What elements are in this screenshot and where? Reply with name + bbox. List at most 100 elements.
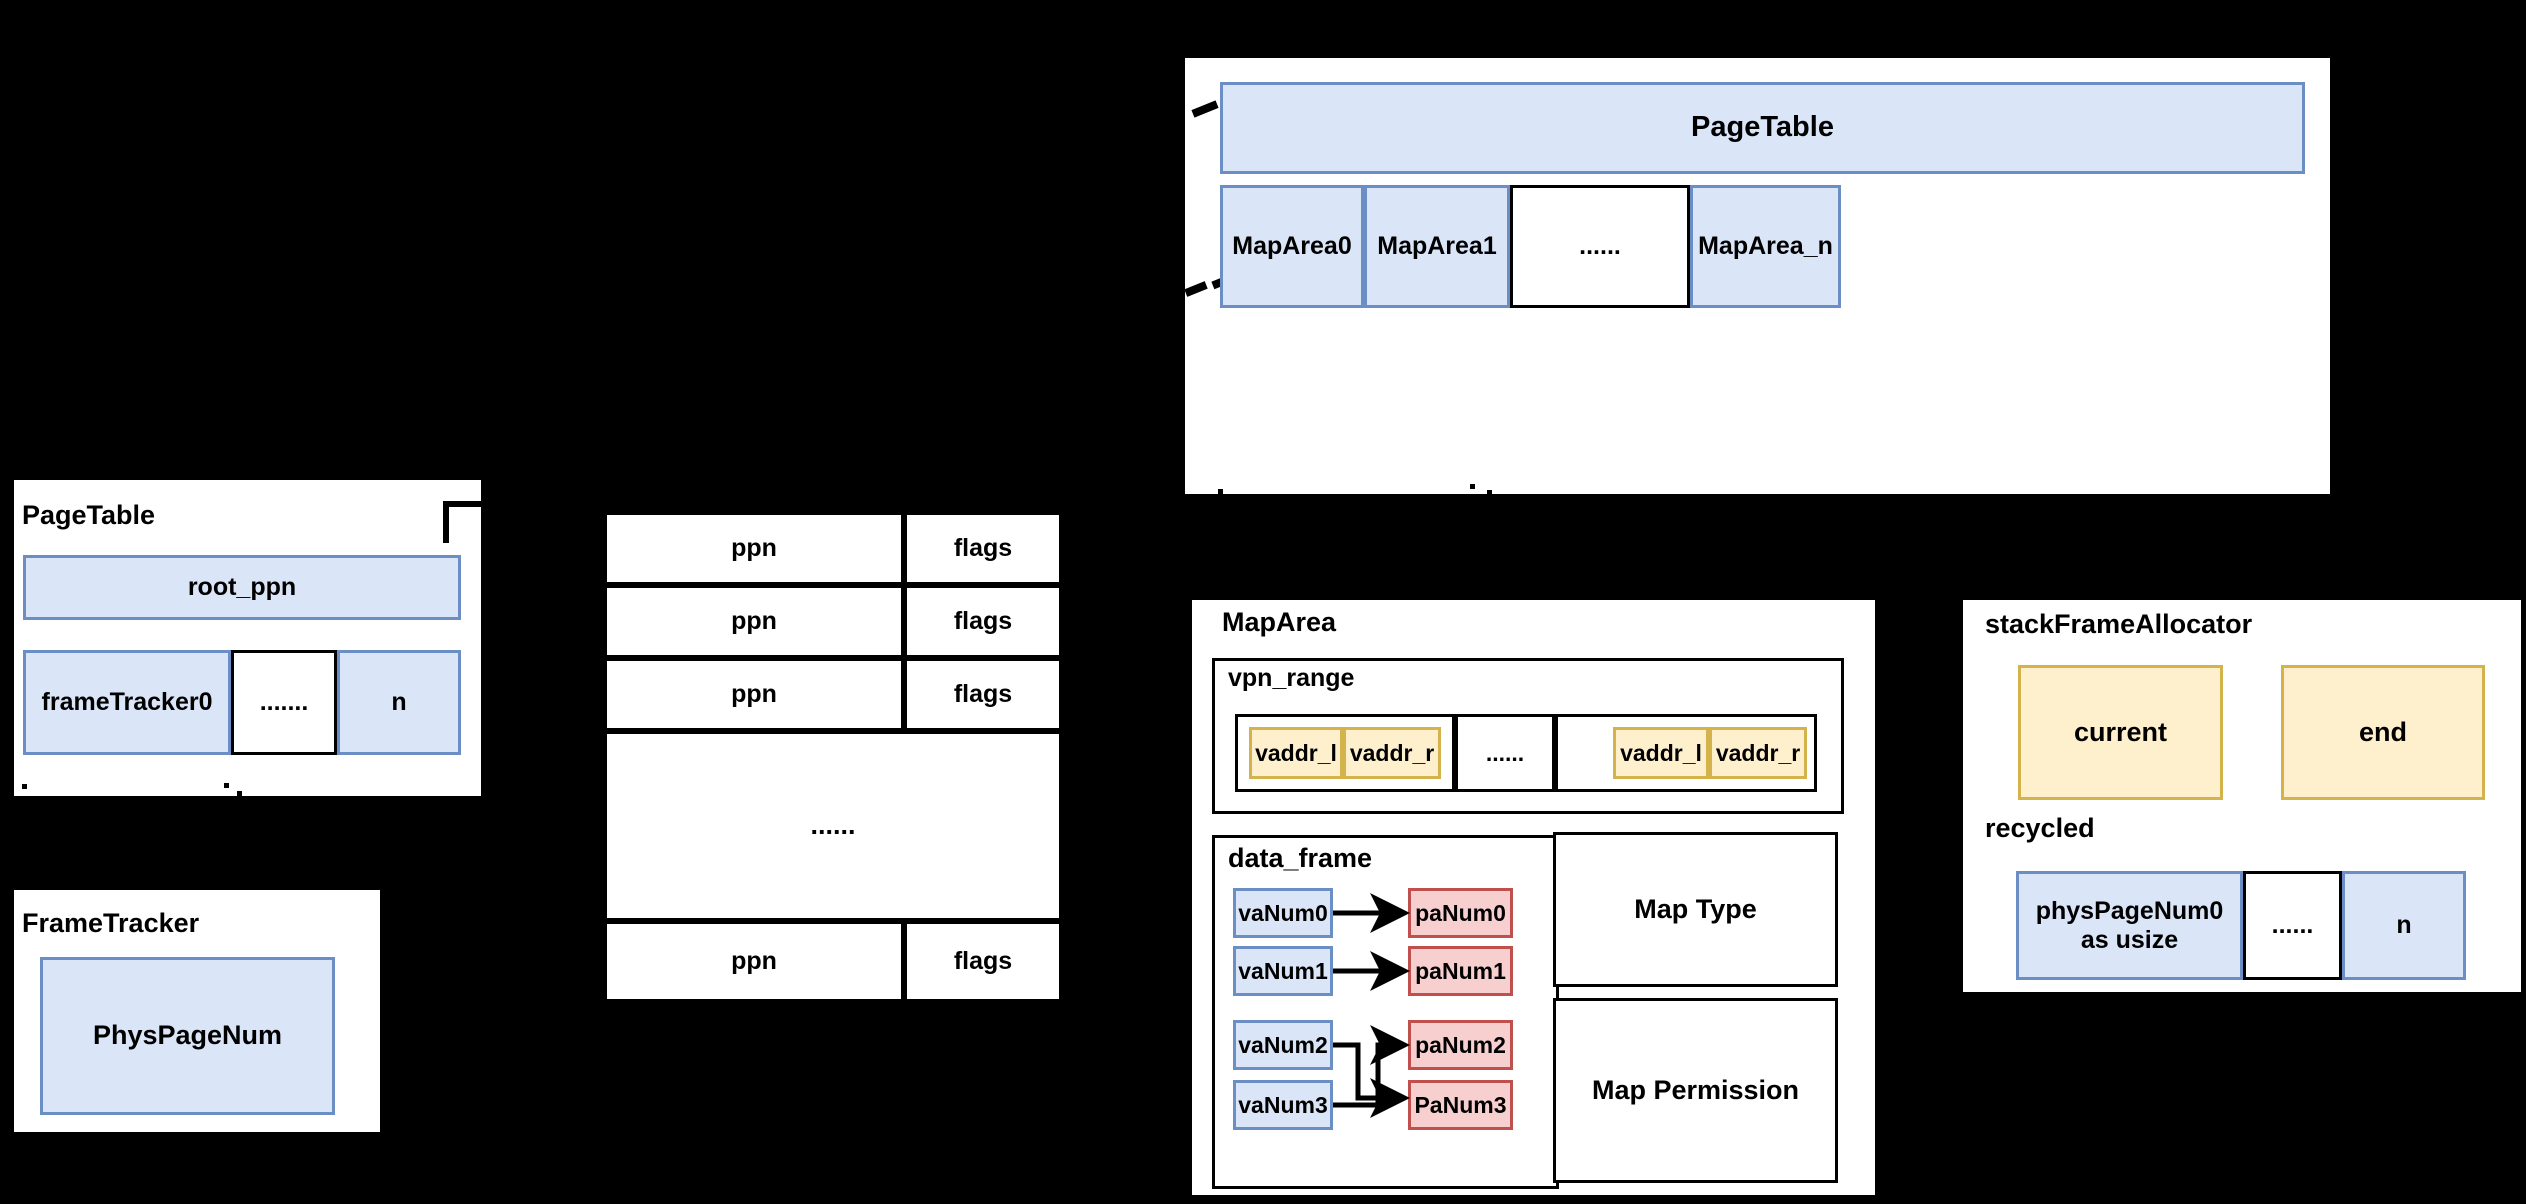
map-area-detail-title: MapArea xyxy=(1222,607,1337,637)
vpn-range-title: vpn_range xyxy=(1228,664,1355,692)
pte-row-0-ppn-label: ppn xyxy=(731,534,777,563)
data-frame-va-1[interactable]: vaNum1 xyxy=(1233,946,1333,996)
map-area-cell-1-label: MapArea1 xyxy=(1377,232,1497,261)
data-frame-title: data_frame xyxy=(1228,843,1373,873)
vpn-range-container xyxy=(1212,658,1844,814)
dot-maparea-c xyxy=(1487,490,1492,495)
recycled-cell-0-line2: as usize xyxy=(2080,925,2179,954)
dot-maparea-b xyxy=(1470,484,1475,489)
pte-row-1-ppn: ppn xyxy=(604,585,904,658)
map-type-box[interactable]: Map Type xyxy=(1553,832,1838,987)
pte-row-ellipsis-label: ...... xyxy=(810,810,856,841)
page-table-connector-horizontal xyxy=(443,501,483,507)
dot-maparea-d xyxy=(1503,496,1508,501)
end-box[interactable]: end xyxy=(2281,665,2485,800)
data-frame-pa-1-label: paNum1 xyxy=(1415,957,1506,984)
pte-row-1-flags: flags xyxy=(904,585,1062,658)
map-area-cell-0[interactable]: MapArea0 xyxy=(1220,185,1364,308)
data-frame-pa-2-label: paNum2 xyxy=(1415,1031,1506,1058)
map-area-cell-1[interactable]: MapArea1 xyxy=(1364,185,1510,308)
dot-pagetable-c xyxy=(237,791,242,796)
arrow-va3-pa2 xyxy=(1333,1025,1410,1108)
pte-row-1-ppn-label: ppn xyxy=(731,607,777,636)
vpn-range-cell-0-vaddr-l-label: vaddr_l xyxy=(1255,739,1337,766)
frame-tracker-cell-n[interactable]: n xyxy=(337,650,461,755)
frame-tracker-cell-ellipsis: ....... xyxy=(231,650,337,755)
pte-row-4-ppn-label: ppn xyxy=(731,947,777,976)
frame-tracker-cell-0[interactable]: frameTracker0 xyxy=(23,650,231,755)
vpn-range-cell-0-vaddr-r-label: vaddr_r xyxy=(1349,739,1435,766)
root-ppn-box[interactable]: root_ppn xyxy=(23,555,461,620)
recycled-cell-n-label: n xyxy=(2396,911,2412,940)
dot-maparea-a xyxy=(1218,489,1223,494)
recycled-cell-0-line1: physPageNum0 xyxy=(2035,896,2224,925)
map-area-cell-n-label: MapArea_n xyxy=(1698,232,1833,261)
recycled-cell-ellipsis: ...... xyxy=(2243,871,2342,980)
pte-row-0-flags: flags xyxy=(904,512,1062,585)
map-permission-box[interactable]: Map Permission xyxy=(1553,998,1838,1183)
arrow-va2-pa3 xyxy=(1333,1042,1410,1118)
data-frame-pa-2[interactable]: paNum2 xyxy=(1408,1020,1513,1070)
map-area-cell-ellipsis: ...... xyxy=(1510,185,1690,308)
vpn-range-cell-2-vaddr-l-label: vaddr_l xyxy=(1620,739,1702,766)
map-type-label: Map Type xyxy=(1634,893,1757,924)
pte-row-4-ppn: ppn xyxy=(604,921,904,1002)
phys-page-num-box[interactable]: PhysPageNum xyxy=(40,957,335,1115)
pte-row-2-ppn-label: ppn xyxy=(731,680,777,709)
pte-row-1-flags-label: flags xyxy=(953,607,1013,636)
frame-tracker-cell-0-label: frameTracker0 xyxy=(41,688,213,717)
data-frame-va-2-label: vaNum2 xyxy=(1238,1031,1328,1058)
map-area-cell-0-label: MapArea0 xyxy=(1232,232,1352,261)
pte-row-4-flags-label: flags xyxy=(953,947,1013,976)
vpn-range-cell-ellipsis-label: ...... xyxy=(1485,739,1525,766)
vpn-range-cell-2-vaddr-l[interactable]: vaddr_l xyxy=(1613,727,1709,779)
pte-row-2-flags: flags xyxy=(904,658,1062,731)
page-table-connector-vertical xyxy=(443,501,449,543)
stack-frame-allocator-title: stackFrameAllocator xyxy=(1985,609,2253,639)
data-frame-va-0-label: vaNum0 xyxy=(1238,899,1328,926)
pte-row-ellipsis: ...... xyxy=(604,731,1062,921)
frame-tracker-cell-ellipsis-label: ....... xyxy=(259,688,309,717)
pte-row-2-ppn: ppn xyxy=(604,658,904,731)
map-permission-label: Map Permission xyxy=(1591,1074,1800,1105)
current-box[interactable]: current xyxy=(2018,665,2223,800)
recycled-title: recycled xyxy=(1985,813,2095,843)
recycled-cell-0[interactable]: physPageNum0 as usize xyxy=(2016,871,2243,980)
root-ppn-label: root_ppn xyxy=(187,573,297,602)
data-frame-pa-3-label: PaNum3 xyxy=(1414,1091,1507,1118)
page-table-overview-label: PageTable xyxy=(1691,111,1834,144)
map-area-cell-n[interactable]: MapArea_n xyxy=(1690,185,1841,308)
vpn-range-cell-2-vaddr-r[interactable]: vaddr_r xyxy=(1709,727,1807,779)
data-frame-va-0[interactable]: vaNum0 xyxy=(1233,888,1333,938)
data-frame-pa-0-label: paNum0 xyxy=(1415,899,1506,926)
pte-row-0-flags-label: flags xyxy=(953,534,1013,563)
pte-row-2-flags-label: flags xyxy=(953,680,1013,709)
data-frame-va-2[interactable]: vaNum2 xyxy=(1233,1020,1333,1070)
data-frame-pa-1[interactable]: paNum1 xyxy=(1408,946,1513,996)
frame-tracker-title: FrameTracker xyxy=(22,908,200,938)
data-frame-va-1-label: vaNum1 xyxy=(1238,957,1328,984)
data-frame-va-3-label: vaNum3 xyxy=(1238,1091,1328,1118)
dot-maparea-e xyxy=(1519,501,1524,506)
data-frame-pa-0[interactable]: paNum0 xyxy=(1408,888,1513,938)
vpn-range-cell-ellipsis: ...... xyxy=(1455,714,1555,792)
data-frame-va-3[interactable]: vaNum3 xyxy=(1233,1080,1333,1130)
dot-pagetable-a xyxy=(22,784,27,789)
recycled-cell-n[interactable]: n xyxy=(2342,871,2466,980)
map-area-cell-ellipsis-label: ...... xyxy=(1579,232,1621,261)
recycled-cell-ellipsis-label: ...... xyxy=(2271,911,2314,940)
end-label: end xyxy=(2358,716,2407,747)
page-table-struct-title: PageTable xyxy=(22,500,156,530)
dot-pagetable-b xyxy=(224,783,229,788)
frame-tracker-cell-n-label: n xyxy=(391,688,407,717)
pte-row-0-ppn: ppn xyxy=(604,512,904,585)
phys-page-num-label: PhysPageNum xyxy=(92,1020,283,1051)
vpn-range-cell-0-vaddr-l[interactable]: vaddr_l xyxy=(1249,727,1343,779)
pte-row-4-flags: flags xyxy=(904,921,1062,1002)
data-frame-pa-3[interactable]: PaNum3 xyxy=(1408,1080,1513,1130)
page-table-overview-box[interactable]: PageTable xyxy=(1220,82,2305,174)
current-label: current xyxy=(2073,716,2168,747)
vpn-range-cell-0-vaddr-r[interactable]: vaddr_r xyxy=(1343,727,1441,779)
